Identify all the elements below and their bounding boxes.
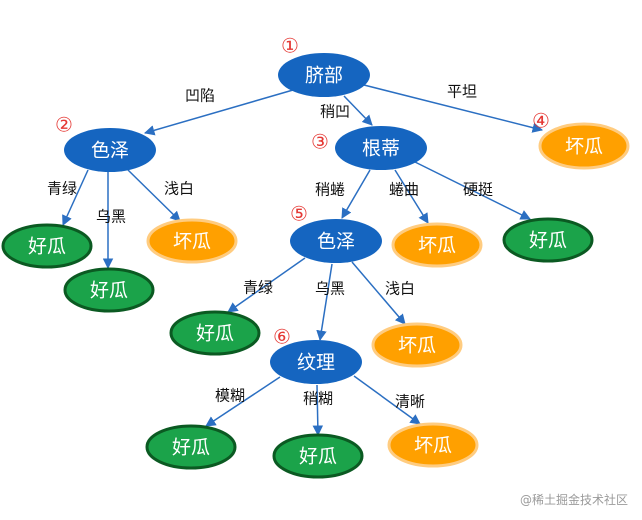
edge-label: 青绿 xyxy=(243,279,273,297)
edge-label: 稍糊 xyxy=(303,390,333,408)
edge-n2-l2a xyxy=(62,169,89,226)
node-label: 好瓜 xyxy=(299,446,337,468)
attribute-node-n6: 纹理 xyxy=(270,340,362,384)
step-number-marker: ④ xyxy=(532,109,550,133)
edges-layer xyxy=(62,84,544,437)
node-label: 纹理 xyxy=(297,352,335,374)
node-label: 坏瓜 xyxy=(565,136,603,158)
watermark: @稀土掘金技术社区 xyxy=(519,493,628,507)
node-shape xyxy=(63,267,155,313)
edge-label: 蜷曲 xyxy=(389,181,419,199)
good-melon-leaf-l6b: 好瓜 xyxy=(272,433,364,479)
edge-label: 乌黑 xyxy=(315,280,345,298)
good-melon-leaf-l3c: 好瓜 xyxy=(502,217,594,263)
edge-n3-l3c xyxy=(414,161,531,220)
edge-n6-l6b xyxy=(312,384,324,437)
node-shape xyxy=(371,322,463,368)
node-label: 坏瓜 xyxy=(418,235,456,257)
edge-label: 浅白 xyxy=(164,180,194,198)
attribute-node-n5: 色泽 xyxy=(290,219,382,263)
node-label: 好瓜 xyxy=(28,236,66,258)
edge-n5-l5c xyxy=(351,261,406,325)
bad-melon-leaf-l2c: 坏瓜 xyxy=(146,218,238,264)
edge-n6-l6a xyxy=(205,376,281,427)
node-shape xyxy=(538,122,630,170)
edge-n3-n5 xyxy=(341,169,371,219)
edge-n1-n2 xyxy=(143,89,294,136)
step-number-marker: ⑤ xyxy=(290,202,308,226)
node-shape xyxy=(64,128,156,172)
edge-label: 稍蜷 xyxy=(315,181,345,199)
node-label: 好瓜 xyxy=(196,323,234,345)
edge-n2-l2c xyxy=(127,169,181,222)
step-number-marker: ⑥ xyxy=(273,325,291,349)
good-melon-leaf-l2a: 好瓜 xyxy=(1,223,93,269)
bad-melon-leaf-l5c: 坏瓜 xyxy=(371,322,463,368)
good-melon-leaf-l2b: 好瓜 xyxy=(63,267,155,313)
node-shape xyxy=(146,218,238,264)
markers-layer: ① ② ③ ④ ⑤ ⑥ xyxy=(55,34,550,349)
step-number-marker: ③ xyxy=(311,130,329,154)
node-label: 坏瓜 xyxy=(173,231,211,253)
edge-label: 模糊 xyxy=(215,387,245,405)
node-shape xyxy=(502,217,594,263)
node-label: 坏瓜 xyxy=(398,335,436,357)
bad-melon-leaf-n4: 坏瓜 xyxy=(538,122,630,170)
bad-melon-leaf-l3b: 坏瓜 xyxy=(391,222,483,268)
edge-n5-l5a xyxy=(227,257,306,313)
step-number-marker: ② xyxy=(55,113,73,137)
step-number-marker: ① xyxy=(281,34,299,58)
edge-label: 青绿 xyxy=(47,180,77,198)
node-label: 色泽 xyxy=(91,140,129,162)
edge-label: 平坦 xyxy=(447,83,477,101)
edge-label: 浅白 xyxy=(385,280,415,298)
edge-label: 清晰 xyxy=(395,393,425,411)
good-melon-leaf-l5a: 好瓜 xyxy=(169,310,261,356)
node-shape xyxy=(290,219,382,263)
node-shape xyxy=(387,422,479,468)
edge-labels-layer: 凹陷稍凹平坦青绿乌黑浅白稍蜷蜷曲硬挺青绿乌黑浅白模糊稍糊清晰 xyxy=(47,83,493,411)
node-shape xyxy=(272,433,364,479)
node-shape xyxy=(278,53,370,97)
attribute-node-n2: 色泽 xyxy=(64,128,156,172)
node-label: 好瓜 xyxy=(172,437,210,459)
edge-n1-n4 xyxy=(363,84,544,133)
node-label: 好瓜 xyxy=(529,230,567,252)
attribute-node-n1: 脐部 xyxy=(278,53,370,97)
node-shape xyxy=(270,340,362,384)
edge-n3-l3b xyxy=(394,169,429,224)
bad-melon-leaf-l6c: 坏瓜 xyxy=(387,422,479,468)
node-label: 脐部 xyxy=(305,65,343,87)
node-label: 根蒂 xyxy=(362,138,400,160)
node-label: 好瓜 xyxy=(90,280,128,302)
node-shape xyxy=(335,126,427,170)
good-melon-leaf-l6a: 好瓜 xyxy=(145,424,237,470)
edge-n5-n6 xyxy=(316,263,333,342)
node-shape xyxy=(145,424,237,470)
edge-n6-l6c xyxy=(353,375,421,425)
edge-label: 乌黑 xyxy=(96,208,126,226)
node-shape xyxy=(391,222,483,268)
edge-label: 稍凹 xyxy=(320,103,350,121)
nodes-layer: 脐部色泽根蒂坏瓜色泽纹理好瓜好瓜坏瓜坏瓜好瓜好瓜坏瓜好瓜好瓜坏瓜 xyxy=(1,53,630,479)
edge-label: 凹陷 xyxy=(185,87,215,105)
attribute-node-n3: 根蒂 xyxy=(335,126,427,170)
edge-n1-n3 xyxy=(343,95,373,126)
node-shape xyxy=(169,310,261,356)
node-label: 坏瓜 xyxy=(414,435,452,457)
edge-label: 硬挺 xyxy=(463,181,493,199)
node-shape xyxy=(1,223,93,269)
node-label: 色泽 xyxy=(317,231,355,253)
